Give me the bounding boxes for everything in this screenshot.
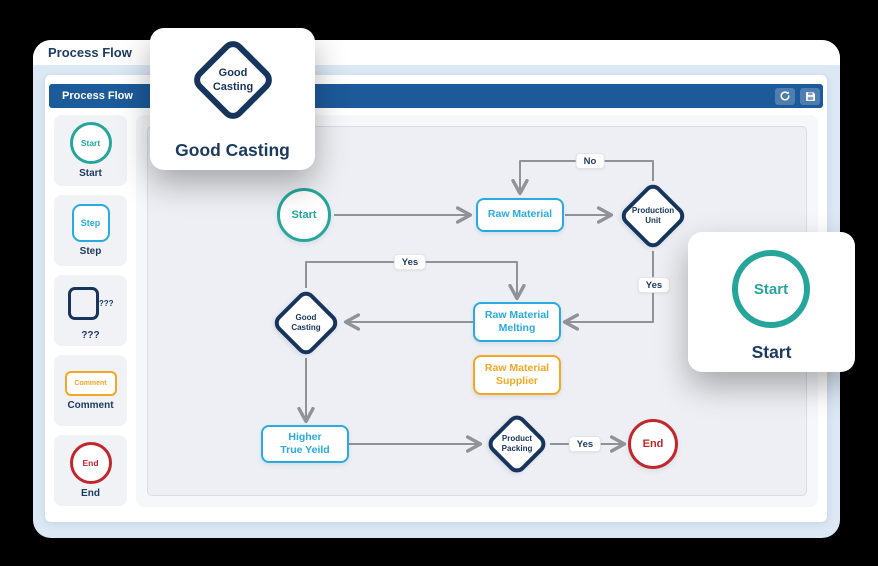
palette-item-start[interactable]: Start Start — [54, 115, 127, 186]
popover-caption: Good Casting — [175, 140, 290, 160]
start-shape-preview: Start — [732, 250, 810, 328]
edge-label-no: No — [575, 153, 605, 169]
palette-item-end[interactable]: End End — [54, 435, 127, 506]
toolbar-title: Process Flow — [62, 90, 133, 102]
node-raw-material[interactable]: Raw Material — [476, 198, 564, 232]
edge-label-yes: Yes — [393, 254, 427, 270]
shape-palette: Start Start Step Step ??? ??? Comment — [54, 115, 127, 506]
step-shape-icon: Step — [71, 204, 110, 242]
node-production-unit[interactable]: Production Unit — [617, 180, 689, 252]
palette-item-label: Start — [79, 168, 102, 179]
start-shape-icon: Start — [69, 122, 112, 164]
window-title: Process Flow — [48, 45, 132, 60]
comment-shape-icon: Comment — [64, 370, 117, 396]
node-raw-material-supplier[interactable]: Raw Material Supplier — [473, 355, 561, 395]
palette-item-label: Step — [79, 246, 102, 257]
canvas-board: Start Raw Material Production Unit Raw M… — [136, 115, 818, 507]
save-icon — [805, 91, 815, 101]
node-product-packing[interactable]: Product Packing — [483, 410, 551, 478]
palette-item-label: End — [81, 488, 100, 499]
palette-item-label: ??? — [81, 330, 100, 341]
edge-label-yes: Yes — [637, 277, 671, 293]
palette-item-decision[interactable]: ??? ??? — [54, 275, 127, 346]
refresh-button[interactable] — [775, 87, 795, 105]
node-start[interactable]: Start — [277, 188, 331, 242]
palette-item-label: Comment — [67, 399, 114, 411]
flow-canvas[interactable]: Start Raw Material Production Unit Raw M… — [147, 126, 807, 496]
end-shape-icon: End — [69, 442, 112, 484]
save-button[interactable] — [800, 87, 820, 105]
node-end[interactable]: End — [628, 419, 678, 469]
refresh-icon — [780, 91, 790, 101]
popover-good-casting: Good Casting Good Casting — [150, 28, 315, 170]
palette-item-comment[interactable]: Comment Comment — [54, 355, 127, 426]
popover-caption: Start — [751, 342, 792, 362]
node-good-casting[interactable]: Good Casting — [270, 287, 342, 359]
node-higher-true-yeild[interactable]: Higher True Yeild — [261, 425, 349, 463]
edge-label-yes: Yes — [568, 436, 602, 452]
palette-item-step[interactable]: Step Step — [54, 195, 127, 266]
decision-shape-icon: ??? — [67, 280, 114, 326]
popover-start: Start Start — [688, 232, 855, 372]
node-raw-material-melting[interactable]: Raw Material Melting — [473, 302, 561, 342]
good-casting-shape-preview: Good Casting — [189, 36, 277, 124]
